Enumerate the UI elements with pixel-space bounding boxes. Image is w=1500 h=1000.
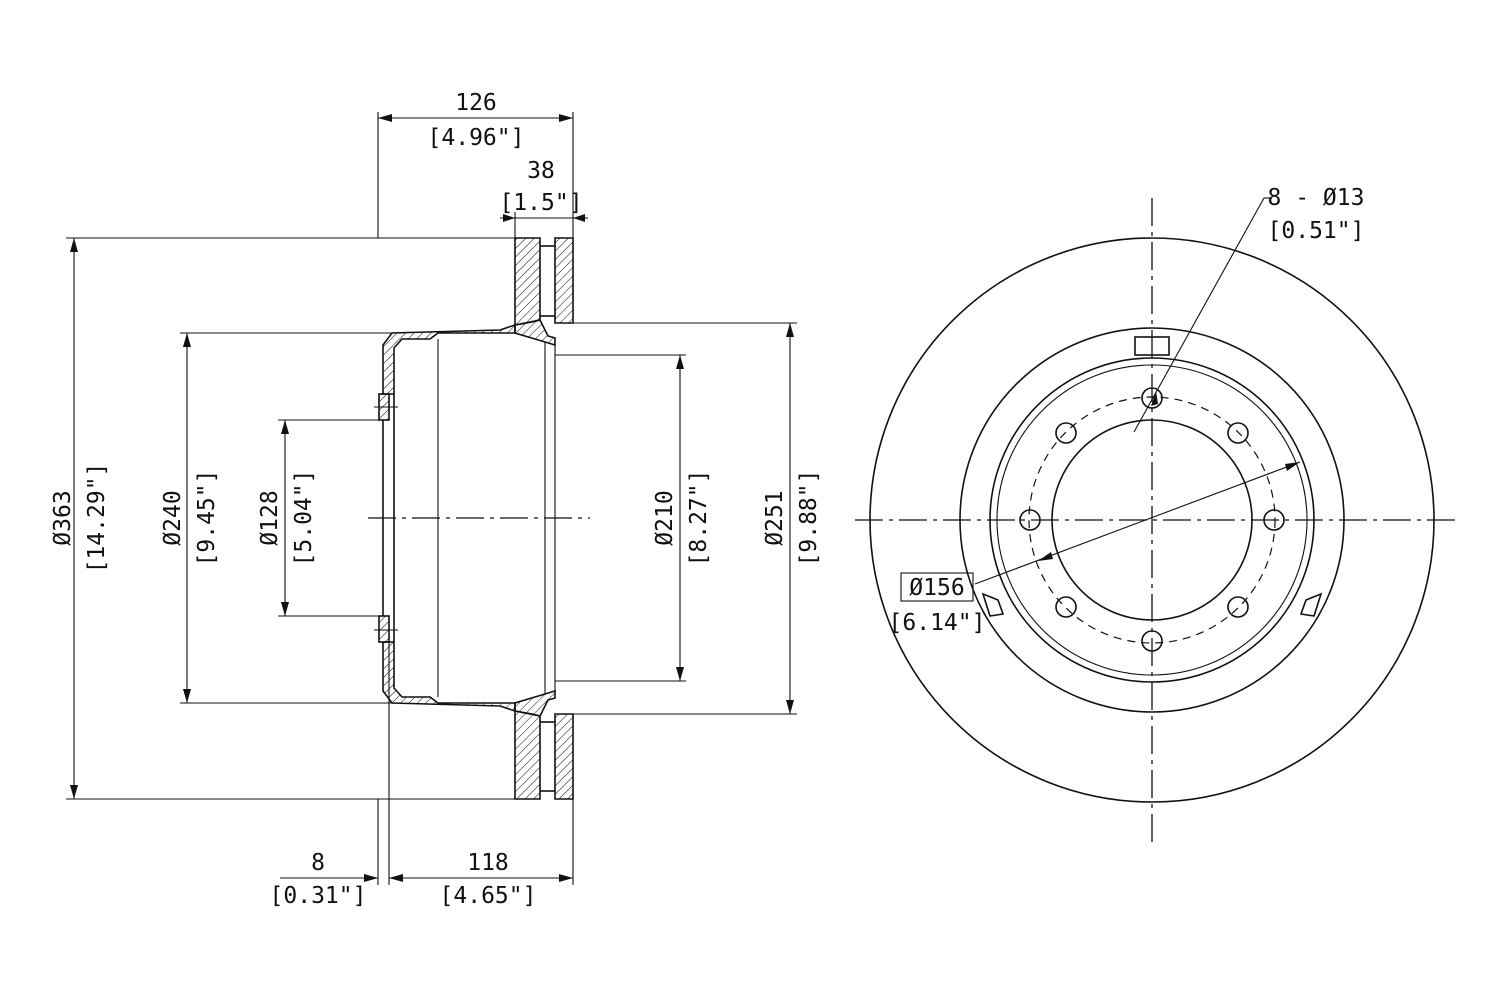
top-hat-flange <box>514 319 556 347</box>
disc-width-label: 38 <box>527 158 555 184</box>
bottom-hat-wall <box>382 641 516 713</box>
bolt-holes-label: 8 - Ø13 <box>1268 185 1365 211</box>
hat-diameter-inch: [9.45"] <box>194 470 220 567</box>
outer-diameter-label: Ø363 <box>50 490 76 545</box>
hat-thickness-label: 8 <box>311 850 325 876</box>
hat-diameter-label: Ø240 <box>160 490 186 545</box>
bolt-circle-label: Ø156 <box>909 575 964 601</box>
inner-diameter-inch: [8.27"] <box>686 470 712 567</box>
hub-face-lower <box>378 615 390 643</box>
hat-height-label: 118 <box>467 850 509 876</box>
right-notch <box>1299 592 1323 617</box>
hat-thickness-inch: [0.31"] <box>270 883 367 909</box>
bolt-hole-leader <box>1133 197 1265 433</box>
bolt-hole <box>1141 630 1163 652</box>
bottom-outer-friction-plate <box>514 710 541 800</box>
bolt-hole <box>1141 387 1163 409</box>
bolt-hole <box>1263 509 1285 531</box>
bolt-hole <box>1055 422 1077 444</box>
inner-diameter-label: Ø210 <box>652 490 678 545</box>
left-notch <box>981 592 1005 617</box>
overall-width-label: 126 <box>455 90 497 116</box>
bottom-hat-flange <box>514 689 556 717</box>
side-dimensions: 126 [4.96"] 38 [1.5"] Ø363 [14.29"] Ø240… <box>50 90 822 909</box>
outer-disc-circle <box>869 237 1435 803</box>
overall-width-inch: [4.96"] <box>428 125 525 151</box>
bolt-circle-box <box>900 572 974 602</box>
top-hat-wall <box>382 323 516 395</box>
bolt-holes-inch: [0.51"] <box>1268 218 1365 244</box>
friction-inner-inch: [9.88"] <box>796 470 822 567</box>
hat-step-circle <box>996 364 1308 676</box>
center-bore-label: Ø128 <box>257 490 283 545</box>
bolt-circle-inch: [6.14"] <box>889 610 986 636</box>
friction-inner-label: Ø251 <box>762 490 788 545</box>
center-bore-inch: [5.04"] <box>291 470 317 567</box>
top-notch <box>1134 336 1170 356</box>
bottom-inner-friction-plate <box>554 713 574 800</box>
top-outer-friction-plate <box>514 237 541 326</box>
bolt-hole <box>1227 422 1249 444</box>
bolt-hole <box>1227 596 1249 618</box>
bolt-hole <box>1055 596 1077 618</box>
front-view: 8 - Ø13 [0.51"] Ø156 [6.14"] <box>855 185 1455 842</box>
outer-diameter-inch: [14.29"] <box>84 463 110 574</box>
bolt-circle <box>1028 396 1276 644</box>
disc-width-inch: [1.5"] <box>499 190 582 216</box>
bolt-holes <box>1019 387 1285 652</box>
bolt-circle-leader <box>974 461 1301 585</box>
hat-height-inch: [4.65"] <box>440 883 537 909</box>
bolt-hole <box>1019 509 1041 531</box>
center-bore-circle <box>1051 419 1253 621</box>
hat-inner-circle <box>989 357 1315 683</box>
side-section-view <box>368 237 590 800</box>
hat-outer-circle <box>959 327 1345 713</box>
top-inner-friction-plate <box>554 237 574 324</box>
